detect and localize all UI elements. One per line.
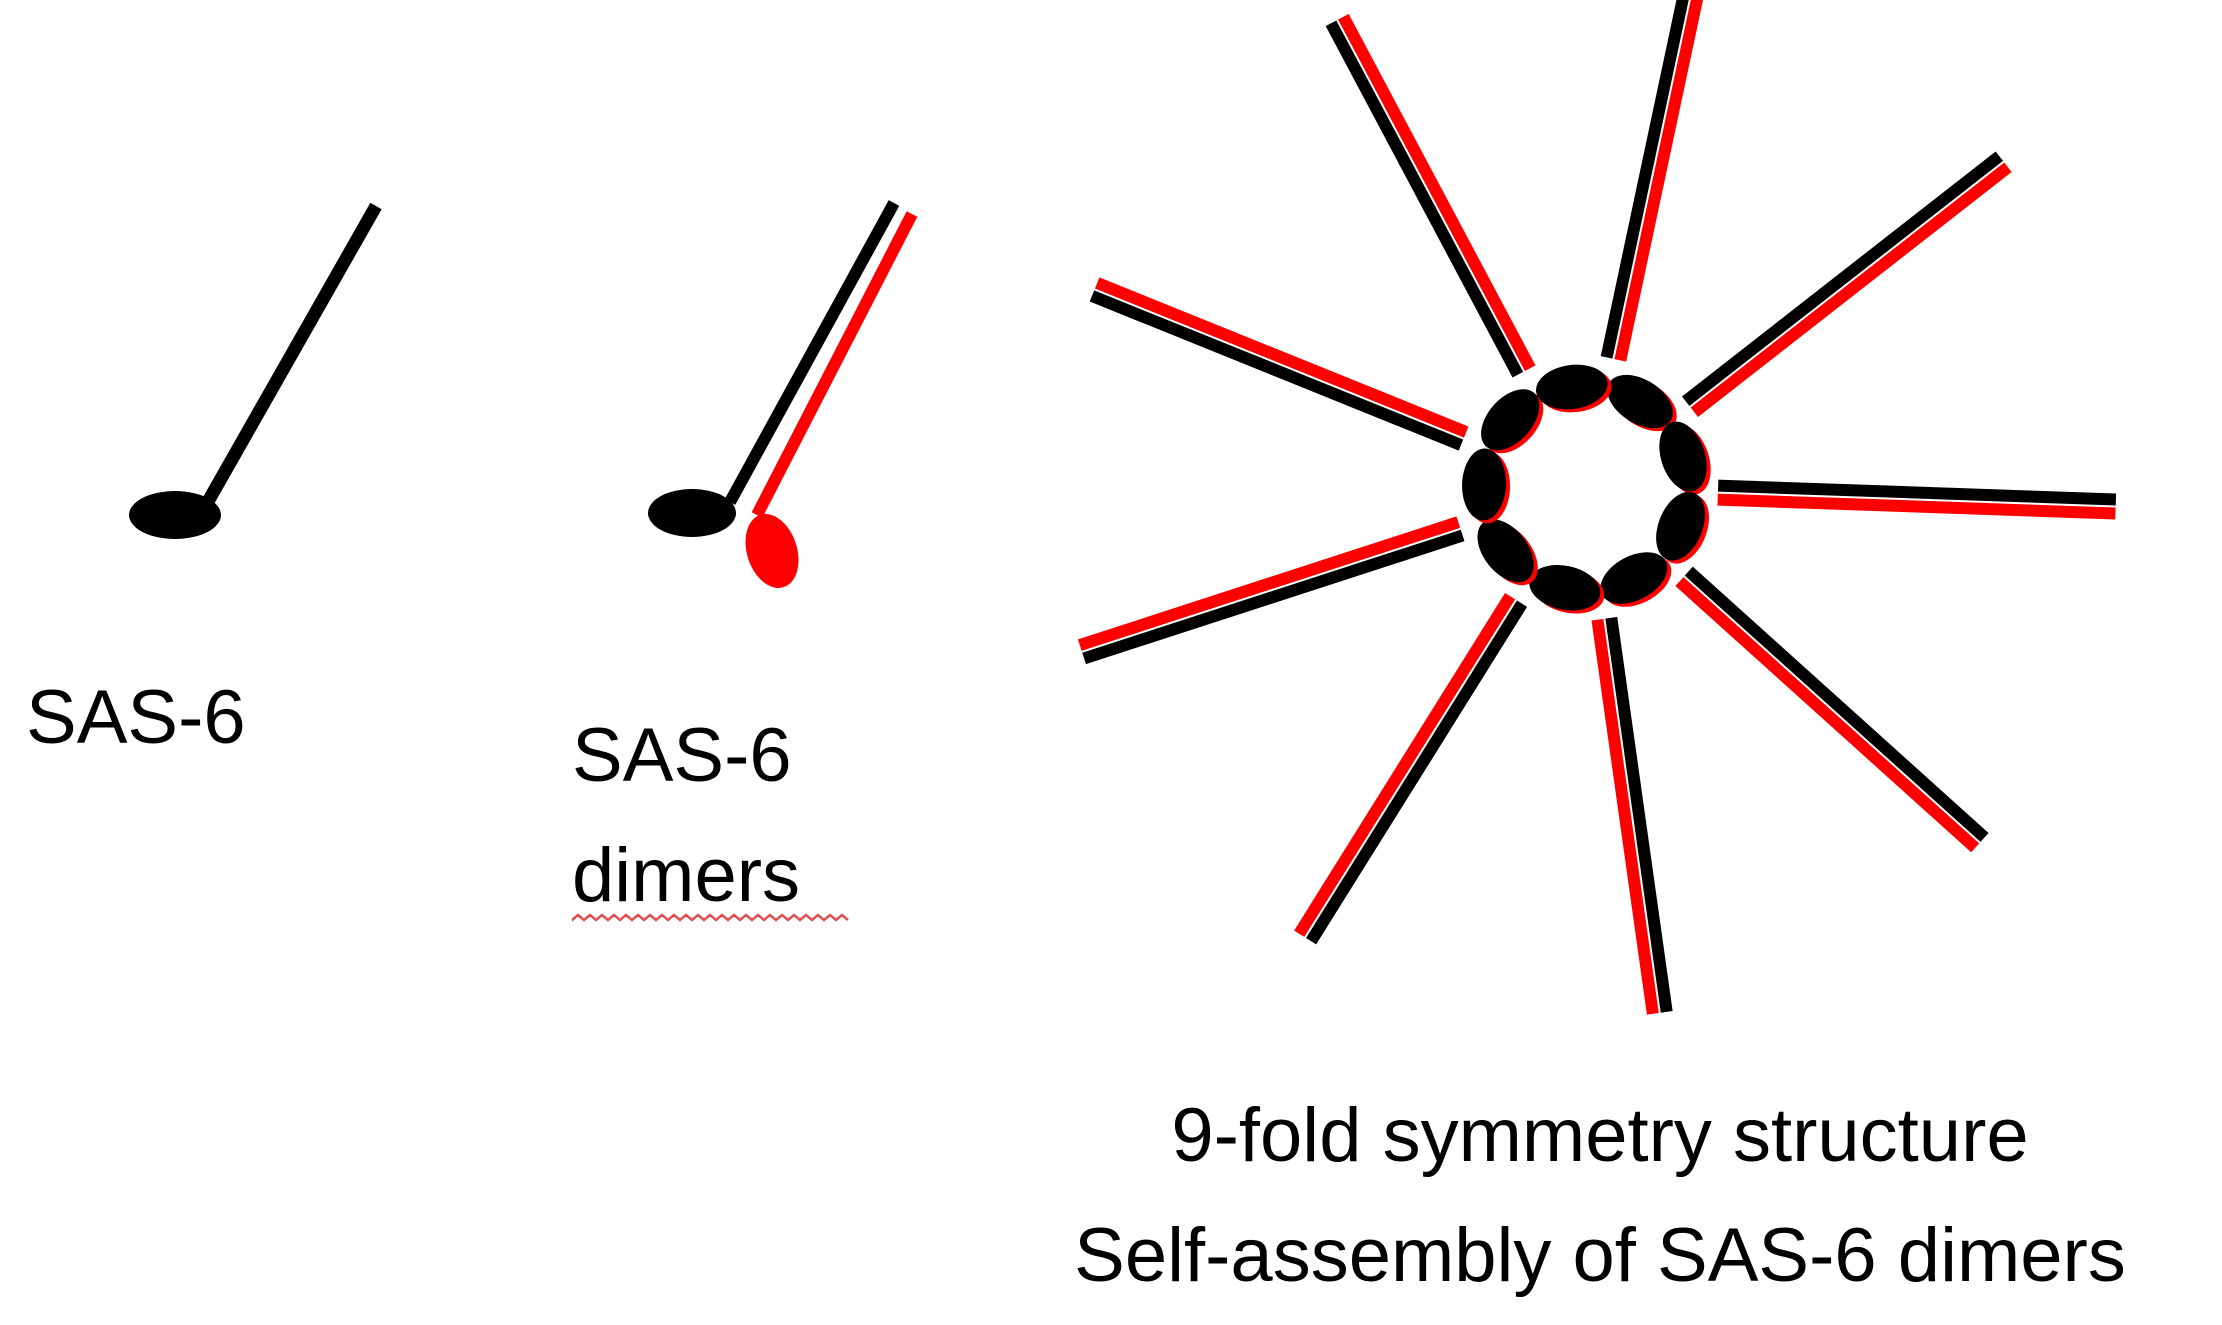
ring-head-black <box>1600 552 1668 604</box>
dimer-label-line2: dimers <box>572 833 801 918</box>
ring-spoke-red <box>1690 162 2012 417</box>
ring-head-black <box>1462 448 1507 521</box>
ring-label-line2: Self-assembly of SAS-6 dimers <box>1074 1213 2126 1298</box>
ring-head-black <box>1481 389 1540 451</box>
ring-head-black <box>1656 491 1706 561</box>
ring-spoke-black <box>1082 529 1465 665</box>
spellcheck-underline <box>572 913 849 922</box>
ring-spoke-red <box>1675 577 1980 853</box>
ring-spoke-black <box>1682 151 2004 406</box>
dimer-head-red <box>745 514 799 588</box>
ring-spoke-black <box>1325 20 1524 378</box>
ring-head-black <box>1607 374 1673 429</box>
ring-spoke-black <box>1684 566 1989 842</box>
ring-spoke-black <box>1305 600 1528 945</box>
sas6-monomer <box>129 202 382 539</box>
monomer-label: SAS-6 <box>26 675 246 760</box>
ring-spoke-black <box>1717 479 2117 506</box>
dimer-stalk-black <box>724 200 900 505</box>
monomer-stalk <box>200 202 382 509</box>
dimer-stalk-red <box>751 211 918 518</box>
ring-spoke-red <box>1717 493 2116 520</box>
ring-head-black <box>1529 564 1601 611</box>
ring-spoke-red <box>1094 277 1469 438</box>
nine-fold-ring <box>1077 0 2117 1015</box>
ring-spoke-red <box>1338 13 1536 371</box>
ring-spoke-red <box>1591 618 1659 1015</box>
sas6-dimer <box>648 200 918 588</box>
ring-spoke-red <box>1077 516 1461 651</box>
ring-spoke-black <box>1089 290 1464 451</box>
ring-label-line1: 9-fold symmetry structure <box>1171 1093 2029 1178</box>
monomer-head <box>129 491 221 539</box>
dimer-head-black <box>648 489 736 537</box>
ring-spoke-black <box>1600 0 1689 359</box>
ring-spoke-red <box>1294 593 1516 937</box>
ring-lumen <box>1520 422 1652 554</box>
ring-head-black <box>1536 364 1608 410</box>
dimer-label-line1: SAS-6 <box>572 713 792 798</box>
ring-spoke-red <box>1614 0 1704 362</box>
ring-head-black <box>1659 421 1707 492</box>
ring-spoke-black <box>1605 616 1673 1013</box>
ring-head-black <box>1477 519 1534 583</box>
